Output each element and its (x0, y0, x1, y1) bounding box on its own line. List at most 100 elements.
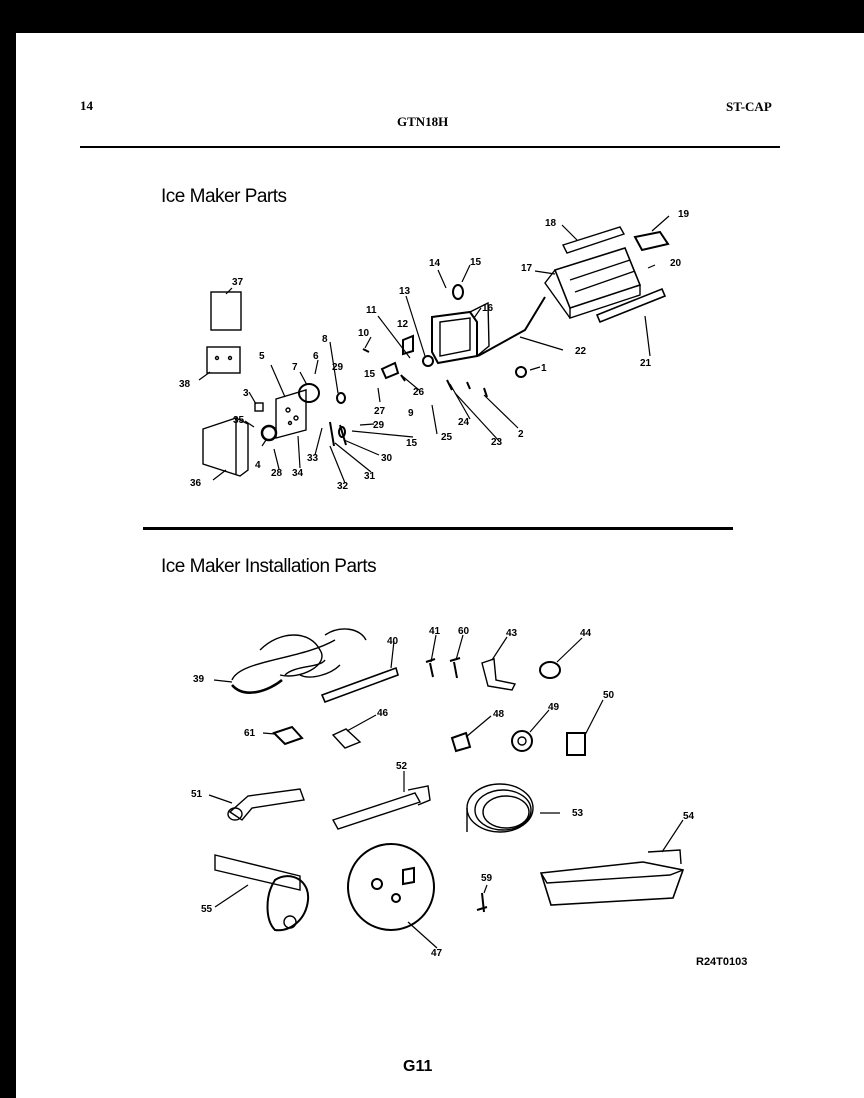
model-number: GTN18H (397, 114, 449, 129)
callout-34: 34 (292, 468, 304, 479)
callout-40: 40 (387, 636, 399, 647)
callout-49: 49 (548, 702, 560, 713)
callout-29a: 29 (332, 362, 344, 373)
part-43-drawing (481, 658, 517, 691)
callout-19: 19 (678, 209, 690, 220)
part-15-drawing (452, 284, 464, 300)
callout-2: 2 (518, 429, 524, 440)
callout-50: 50 (603, 690, 615, 701)
callout-7: 7 (292, 362, 298, 373)
part-49-drawing (511, 730, 533, 752)
callout-16a: 16 (482, 303, 494, 314)
callout-15c: 15 (406, 438, 418, 449)
callout-15a: 15 (470, 257, 482, 268)
part-36-drawing (202, 417, 249, 477)
callout-28: 28 (271, 468, 283, 479)
callout-60: 60 (458, 626, 470, 637)
callout-43: 43 (506, 628, 518, 639)
part-39-drawing (231, 628, 367, 694)
scan-border-top (0, 0, 864, 33)
upper-leader-lines (198, 215, 670, 484)
callout-47: 47 (431, 948, 443, 959)
callout-32: 32 (337, 481, 349, 492)
part-61-drawing (272, 725, 304, 746)
callout-31: 31 (364, 471, 376, 482)
part-52-drawing (331, 785, 431, 830)
series-code: ST-CAP (726, 99, 772, 114)
callout-46: 46 (377, 708, 389, 719)
callout-30: 30 (381, 453, 393, 464)
callout-6: 6 (313, 351, 319, 362)
part-7-drawing (298, 383, 320, 403)
callout-17: 17 (521, 263, 533, 274)
page-number: 14 (80, 98, 93, 113)
part-40-drawing (320, 666, 399, 704)
lower-leader-lines (208, 634, 684, 949)
callout-55: 55 (201, 904, 213, 915)
part-41-drawing (425, 658, 436, 678)
section-title-ice-maker-parts: Ice Maker Parts (161, 186, 287, 207)
part-18-drawing (562, 226, 626, 254)
part-8-drawing (336, 392, 346, 404)
callout-59: 59 (481, 873, 493, 884)
callout-26: 26 (413, 387, 425, 398)
callout-41: 41 (429, 626, 441, 637)
part-46-drawing (331, 728, 362, 749)
part-55-drawing (214, 854, 310, 932)
callout-5: 5 (259, 351, 265, 362)
part-54-drawing (539, 849, 685, 906)
part-51-drawing (227, 788, 305, 821)
callout-3: 3 (243, 388, 249, 399)
callout-52: 52 (396, 761, 408, 772)
callout-18: 18 (545, 218, 557, 229)
callout-8: 8 (322, 334, 328, 345)
part-21-drawing (595, 287, 667, 324)
section-divider (143, 527, 733, 530)
part-16-drawing (431, 301, 490, 365)
callout-61: 61 (244, 728, 256, 739)
callout-29b: 29 (373, 420, 385, 431)
page-code: G11 (403, 1058, 433, 1075)
part-17-drawing (544, 247, 642, 319)
callout-37: 37 (232, 277, 244, 288)
callout-20: 20 (670, 258, 682, 269)
part-48-drawing (450, 731, 472, 753)
callout-48: 48 (493, 709, 505, 720)
callout-4: 4 (255, 460, 261, 471)
part-37-drawing (210, 291, 242, 331)
part-50-drawing (566, 732, 586, 756)
callout-10: 10 (358, 328, 370, 339)
callout-14: 14 (429, 258, 441, 269)
callout-25: 25 (441, 432, 453, 443)
callout-53: 53 (572, 808, 584, 819)
callout-35: 35 (233, 415, 245, 426)
callout-labels: 37 38 3 35 4 36 5 7 6 8 29 10 11 12 13 1… (179, 209, 695, 959)
part-13-drawing (422, 355, 434, 367)
callout-21: 21 (640, 358, 652, 369)
callout-9: 9 (408, 408, 414, 419)
callout-54: 54 (683, 811, 695, 822)
callout-24: 24 (458, 417, 470, 428)
callout-23: 23 (491, 437, 503, 448)
callout-13: 13 (399, 286, 411, 297)
callout-39: 39 (193, 674, 205, 685)
part-59-drawing (476, 892, 488, 913)
scan-border-left (0, 0, 16, 1098)
callout-11: 11 (366, 305, 377, 316)
part-9-drawing (380, 361, 400, 380)
callout-33: 33 (307, 453, 319, 464)
part-47-drawing (347, 843, 435, 931)
callout-22: 22 (575, 346, 587, 357)
callout-27: 27 (374, 406, 386, 417)
callout-15b: 15 (364, 369, 376, 380)
part-1-drawing (515, 366, 527, 378)
callout-38: 38 (179, 379, 191, 390)
callout-36: 36 (190, 478, 202, 489)
part-53-drawing (466, 783, 534, 833)
part-38-drawing (206, 346, 241, 374)
part-19-drawing (633, 230, 670, 252)
part-22-drawing (477, 296, 546, 357)
diagram-code: R24T0103 (696, 956, 748, 968)
part-3-drawing (254, 402, 264, 412)
